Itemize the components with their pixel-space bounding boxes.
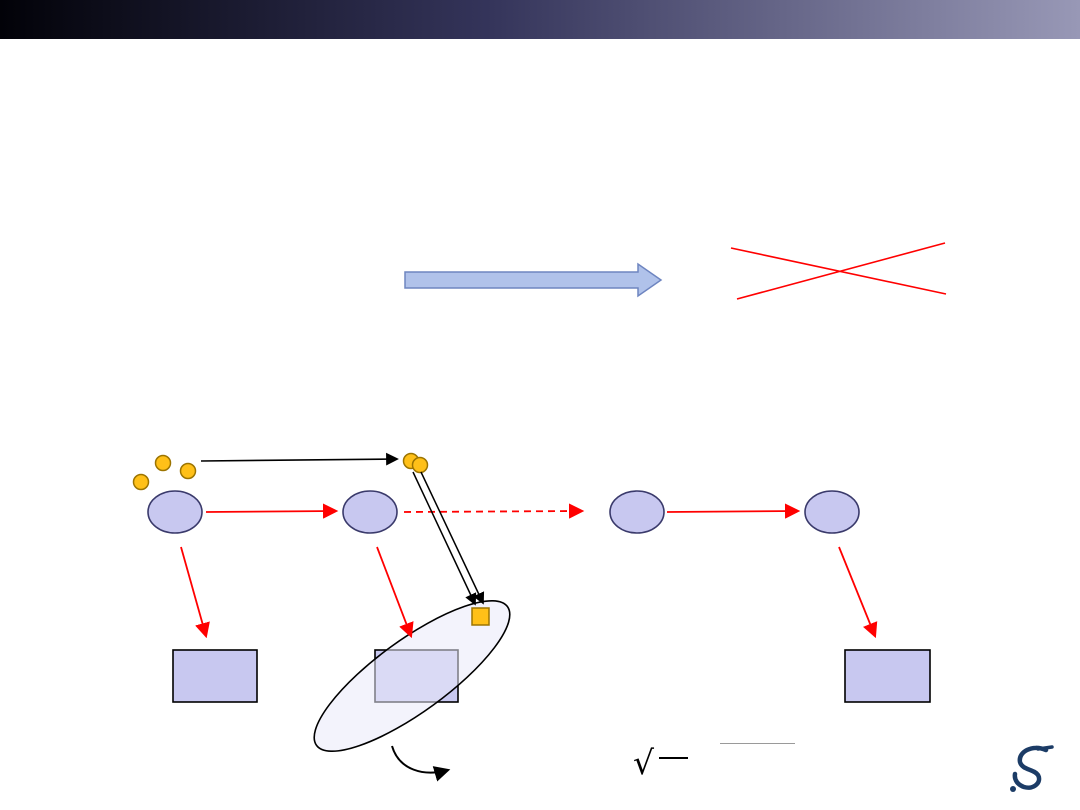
particle-dot-1 bbox=[132, 473, 150, 491]
emission-arrow-2 bbox=[376, 546, 414, 639]
transition-arrow-3 bbox=[666, 503, 801, 519]
logo-swoosh bbox=[1012, 745, 1049, 790]
state-circle-4 bbox=[804, 490, 860, 534]
measurement-square bbox=[471, 607, 490, 626]
particle-dot-3 bbox=[179, 462, 197, 480]
state-circle-3 bbox=[609, 490, 665, 534]
curved-annotation-arrow bbox=[391, 745, 451, 782]
fraction-bar bbox=[720, 743, 795, 744]
observation-box-3 bbox=[844, 649, 931, 703]
observation-box-1 bbox=[172, 649, 258, 703]
transition-arrow-dashed bbox=[403, 503, 585, 519]
sqrt-symbol: √ bbox=[633, 743, 655, 782]
sqrt-vinculum bbox=[659, 757, 688, 759]
particle-dot-5 bbox=[411, 456, 429, 474]
logo-top-bar bbox=[1036, 745, 1054, 751]
transition-arrow-1 bbox=[205, 503, 339, 519]
emission-arrow-3 bbox=[838, 546, 878, 639]
state-circle-1 bbox=[147, 490, 203, 534]
particle-trajectory-1 bbox=[412, 471, 477, 606]
red-cross-line-2 bbox=[736, 242, 946, 300]
particle-dot-2 bbox=[154, 454, 172, 472]
header-bar bbox=[0, 0, 1080, 39]
state-circle-2 bbox=[342, 490, 398, 534]
particle-propagation-arrow bbox=[200, 452, 399, 466]
highlight-ellipse bbox=[313, 599, 511, 753]
emission-arrow-1 bbox=[180, 546, 210, 639]
particle-trajectory-2 bbox=[420, 471, 485, 605]
logo-dot bbox=[1010, 786, 1016, 792]
block-arrow-right bbox=[404, 262, 663, 298]
robot-logo-icon bbox=[1010, 745, 1054, 792]
